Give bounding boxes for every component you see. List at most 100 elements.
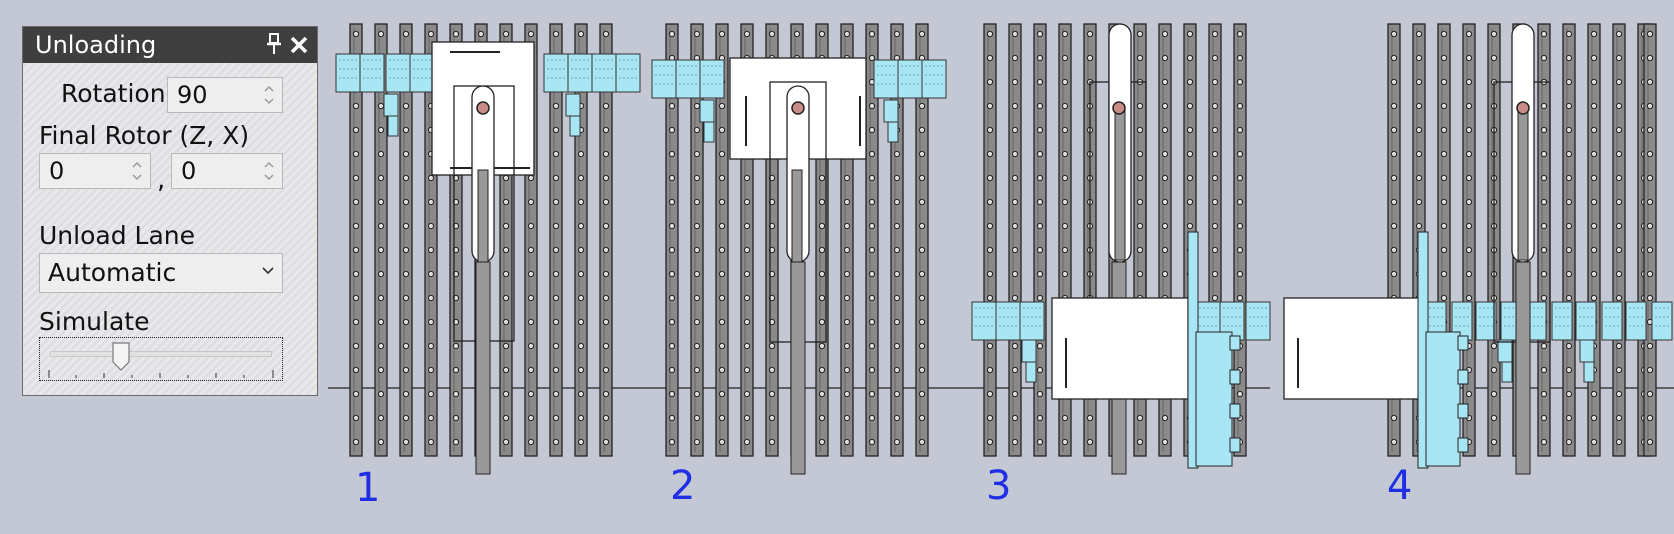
rail-bolt (602, 270, 610, 278)
gripper-tooth (1457, 437, 1469, 453)
rail-bolt (1615, 222, 1623, 230)
rail-bolt (602, 390, 610, 398)
rail-bolt (1415, 198, 1423, 206)
spindle-shaft (1515, 261, 1531, 475)
rail-bolt (918, 318, 926, 326)
rail-bolt (893, 342, 901, 350)
rail-bolt (527, 318, 535, 326)
rail-bolt (502, 246, 510, 254)
rail-bolt (1590, 150, 1598, 158)
rail-bolt (668, 222, 676, 230)
rail-bolt (718, 318, 726, 326)
rail-bolt (1415, 222, 1423, 230)
gripper-tooth (1229, 369, 1241, 385)
rail-bolt (1615, 174, 1623, 182)
rail-bolt (552, 198, 560, 206)
rail (1562, 23, 1576, 457)
rail-bolt (1540, 390, 1548, 398)
rail-bolt (918, 438, 926, 446)
rotation-spinbox[interactable]: 90 (167, 77, 283, 113)
rail-bolt (1136, 270, 1144, 278)
spin-arrows-icon[interactable] (262, 158, 276, 184)
rail-bolt (1590, 54, 1598, 62)
spindle (791, 169, 803, 263)
rail-bolt (1036, 222, 1044, 230)
rail-bolt (843, 174, 851, 182)
rail-bolt (918, 150, 926, 158)
rail-bolt (668, 294, 676, 302)
rail-bolt (352, 30, 360, 38)
rail-bolt (1565, 198, 1573, 206)
rail-bolt (1011, 366, 1019, 374)
spin-arrows-icon[interactable] (130, 158, 144, 184)
rail-bolt (1186, 126, 1194, 134)
close-icon[interactable] (289, 35, 309, 59)
rail-bolt (868, 294, 876, 302)
rail-bolt (1440, 126, 1448, 134)
rail-bolt (602, 150, 610, 158)
rail-bolt (1440, 150, 1448, 158)
rail-bolt (1646, 222, 1654, 230)
rail-bolt (918, 198, 926, 206)
rail-bolt (552, 342, 560, 350)
spin-arrows-icon[interactable] (262, 82, 276, 108)
gripper-tooth (1457, 335, 1469, 351)
rail-bolt (868, 126, 876, 134)
rail-bolt (868, 150, 876, 158)
rail-bolt (1490, 366, 1498, 374)
rail-bolt (868, 270, 876, 278)
rail-bolt (1011, 198, 1019, 206)
step-label-4: 4 (1387, 463, 1413, 509)
spindle (477, 169, 489, 263)
rail-bolt (668, 30, 676, 38)
rail-bolt (1615, 30, 1623, 38)
slider-track[interactable] (50, 351, 272, 357)
rail-bolt (352, 102, 360, 110)
unload-lane-dropdown[interactable]: Automatic (39, 253, 283, 293)
spindle-head (1112, 101, 1126, 115)
rail-bolt (402, 126, 410, 134)
gripper-jaw (699, 99, 715, 123)
final-rotor-z-spinbox[interactable]: 0 (39, 153, 151, 189)
rail-bolt (768, 342, 776, 350)
rail-bolt (986, 270, 994, 278)
simulate-slider[interactable] (39, 337, 283, 381)
rail-bolt (1036, 270, 1044, 278)
panel-title: Unloading (35, 31, 157, 59)
rail-bolt (452, 30, 460, 38)
rail-bolt (986, 438, 994, 446)
rail-bolt (377, 414, 385, 422)
rail-bolt (602, 30, 610, 38)
rail-bolt (668, 198, 676, 206)
rail-bolt (1186, 198, 1194, 206)
rail-bolt (502, 318, 510, 326)
rail-bolt (693, 414, 701, 422)
rail-bolt (693, 366, 701, 374)
rail-bolt (1590, 174, 1598, 182)
rail-bolt (818, 198, 826, 206)
rail-bolt (1490, 342, 1498, 350)
rail-bolt (1011, 342, 1019, 350)
rail-bolt (377, 294, 385, 302)
rail-bolt (1590, 294, 1598, 302)
rail-bolt (668, 270, 676, 278)
rail-bolt (743, 246, 751, 254)
rail (374, 23, 388, 457)
pin-icon[interactable] (265, 33, 283, 59)
rail (1033, 23, 1047, 457)
panel-title-bar[interactable]: Unloading (23, 27, 317, 63)
rail-bolt (1565, 78, 1573, 86)
rail-bolt (668, 150, 676, 158)
rail-bolt (893, 414, 901, 422)
slider-thumb[interactable] (111, 342, 131, 372)
rail-bolt (1036, 126, 1044, 134)
rail-bolt (868, 30, 876, 38)
final-rotor-x-spinbox[interactable]: 0 (171, 153, 283, 189)
rail-bolt (377, 438, 385, 446)
rail-bolt (1211, 294, 1219, 302)
rail-bolt (1086, 414, 1094, 422)
rail-bolt (1136, 54, 1144, 62)
rail-bolt (1036, 342, 1044, 350)
rail-bolt (427, 342, 435, 350)
